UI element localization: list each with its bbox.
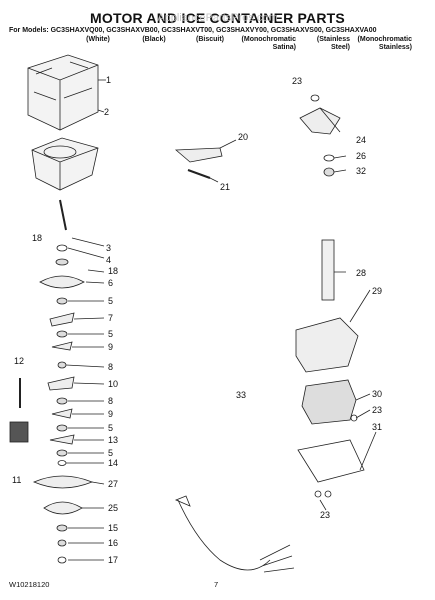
- part-20-drawing: [174, 147, 223, 163]
- callout-31: 31: [372, 422, 382, 432]
- callout-25: 25: [108, 503, 118, 513]
- ice-container-drawing: [27, 54, 99, 131]
- color-white: (White): [86, 36, 110, 43]
- callout-4: 4: [106, 255, 111, 265]
- callout-8b: 8: [108, 396, 113, 406]
- motor-assembly-drawing: [295, 94, 365, 498]
- part-21-drawing: [187, 169, 211, 179]
- part-11-drawing: [9, 421, 29, 443]
- callout-16: 16: [108, 538, 118, 548]
- watermark-text: AppliancePartsPros.com: [157, 12, 278, 24]
- auger-shaft-drawing: [59, 199, 67, 231]
- callout-17: 17: [108, 555, 118, 565]
- callout-24: 24: [356, 135, 366, 145]
- color-black: (Black): [142, 36, 166, 43]
- callout-12: 12: [14, 356, 24, 366]
- callout-28: 28: [356, 268, 366, 278]
- callout-5c: 5: [108, 423, 113, 433]
- callout-29: 29: [372, 286, 382, 296]
- callout-23b: 23: [372, 405, 382, 415]
- callout-6: 6: [108, 278, 113, 288]
- callout-11: 11: [12, 475, 21, 485]
- callout-18a: 18: [32, 233, 42, 243]
- callout-1: 1: [106, 75, 111, 85]
- color-biscuit: (Biscuit): [196, 36, 224, 43]
- page-number: 7: [214, 580, 219, 589]
- callout-2: 2: [104, 107, 109, 117]
- callout-5a: 5: [108, 296, 113, 306]
- callout-18b: 18: [108, 266, 118, 276]
- wire-harness-drawing: [174, 495, 295, 573]
- callout-3: 3: [106, 243, 111, 253]
- callout-23a: 23: [292, 76, 302, 86]
- callout-14: 14: [108, 458, 118, 468]
- callout-30: 30: [372, 389, 382, 399]
- callout-9a: 9: [108, 342, 113, 352]
- callout-9b: 9: [108, 409, 113, 419]
- callout-7: 7: [108, 313, 113, 323]
- auger-bucket-drawing: [31, 137, 99, 191]
- callout-5b: 5: [108, 329, 113, 339]
- callout-8a: 8: [108, 362, 113, 372]
- models-line: For Models: GC3SHAXVQ00, GC3SHAXVB00, GC…: [9, 27, 377, 34]
- left-parts-stack: [32, 244, 94, 564]
- callout-10: 10: [108, 379, 118, 389]
- callout-5d: 5: [108, 448, 113, 458]
- callout-21: 21: [220, 182, 230, 192]
- callout-23c: 23: [320, 510, 330, 520]
- page-title: MOTOR AND ICE CONTAINER PARTS: [90, 10, 345, 26]
- part-number: W10218120: [9, 580, 50, 589]
- callout-32: 32: [356, 166, 366, 176]
- callout-33: 33: [236, 390, 246, 400]
- callout-20: 20: [238, 132, 248, 142]
- callout-13: 13: [108, 435, 118, 445]
- callout-27: 27: [108, 479, 118, 489]
- callout-26: 26: [356, 151, 366, 161]
- callout-15: 15: [108, 523, 118, 533]
